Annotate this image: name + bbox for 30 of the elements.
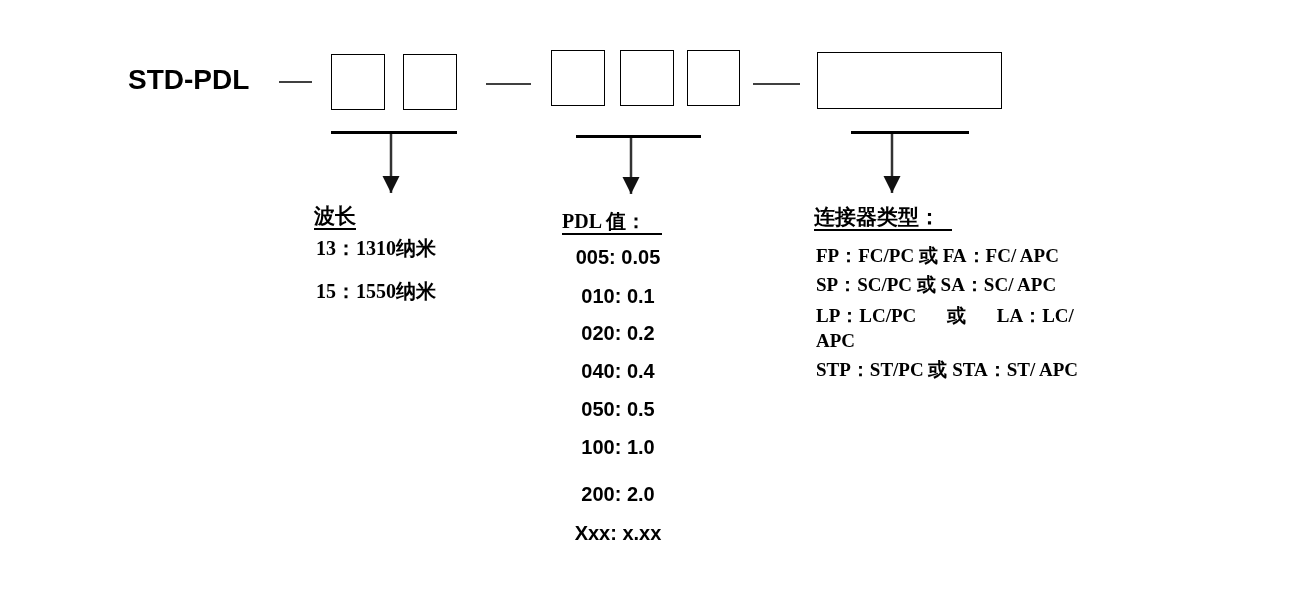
bracket-bar — [331, 131, 457, 134]
option-text: 020: 0.2 — [581, 320, 655, 346]
arrow — [622, 138, 640, 194]
option-text: 13：1310纳米 — [316, 235, 436, 261]
section-heading: 波长 — [314, 204, 356, 230]
option-text: Xxx: x.xx — [574, 520, 662, 546]
option-text: 200: 2.0 — [581, 481, 655, 507]
code-box — [551, 50, 605, 106]
option-text: FP：FC/PC 或 FA：FC/ APC — [816, 243, 1059, 268]
option-text: 15：1550纳米 — [316, 278, 436, 304]
section-heading: PDL 值： — [562, 209, 662, 235]
option-text: 050: 0.5 — [581, 396, 655, 422]
code-box — [817, 52, 1002, 109]
model-prefix: STD-PDL — [128, 64, 250, 96]
bracket-bar — [851, 131, 969, 134]
option-text: STP：ST/PC 或 STA：ST/ APC — [816, 357, 1078, 382]
arrow — [382, 134, 400, 193]
section-heading: 连接器类型： — [814, 205, 952, 231]
option-text: SP：SC/PC 或 SA：SC/ APC — [816, 272, 1057, 297]
option-text: LP：LC/PC 或 LA：LC/ APC — [816, 303, 1075, 353]
bracket-bar — [576, 135, 701, 138]
option-text: 010: 0.1 — [581, 283, 655, 309]
code-box — [331, 54, 385, 110]
option-text: 005: 0.05 — [575, 244, 661, 270]
code-box — [687, 50, 740, 106]
option-text: 100: 1.0 — [581, 434, 655, 460]
code-box — [403, 54, 457, 110]
code-box — [620, 50, 674, 106]
option-text: 040: 0.4 — [581, 358, 655, 384]
arrow — [883, 134, 901, 193]
